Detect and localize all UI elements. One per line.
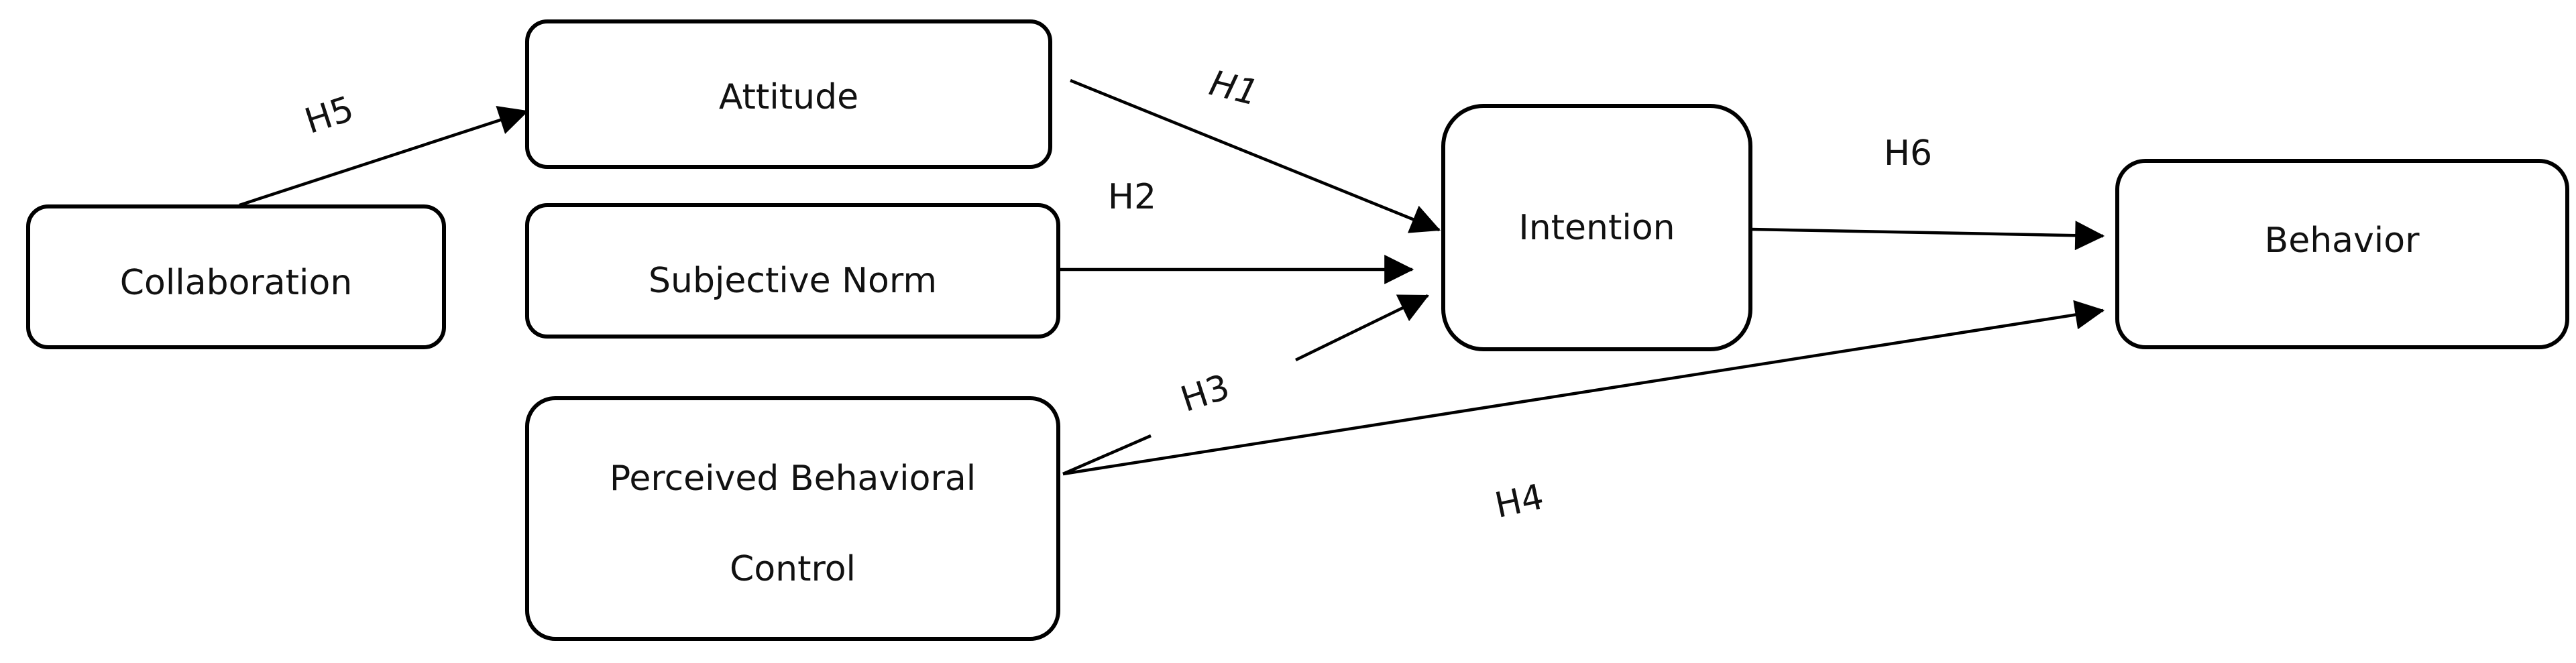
- edge-label-h5: H5: [300, 88, 358, 141]
- node-behavior-label: Behavior: [2265, 221, 2420, 261]
- node-intention: Intention: [1441, 104, 1752, 351]
- node-collaboration: Collaboration: [26, 204, 446, 349]
- nodes: Collaboration Attitude Subjective Norm P…: [26, 19, 2569, 641]
- node-behavior: Behavior: [2115, 159, 2569, 349]
- node-behavior-box: [2115, 159, 2569, 349]
- edge-h3-line-lower: [1062, 434, 1152, 476]
- node-perceived-behavioral-control-box: [525, 396, 1060, 641]
- edge-h4-line: [1062, 300, 2105, 476]
- node-collaboration-box: [26, 204, 446, 349]
- node-subjective-norm: Subjective Norm: [525, 203, 1060, 339]
- node-attitude-label: Attitude: [719, 77, 858, 117]
- edge-label-h4: H4: [1492, 477, 1547, 526]
- node-collaboration-label: Collaboration: [120, 263, 353, 303]
- edge-h6-line: [1750, 221, 2105, 251]
- edge-label-h1: H1: [1205, 63, 1262, 114]
- edge-h5-line: [239, 106, 529, 207]
- node-intention-label: Intention: [1518, 208, 1675, 248]
- edge-label-h2: H2: [1108, 177, 1156, 217]
- edge-label-h3: H3: [1176, 367, 1234, 420]
- edges: [239, 78, 2105, 476]
- node-perceived-behavioral-control: Perceived Behavioral Control: [525, 396, 1060, 641]
- node-attitude-box: [525, 19, 1052, 169]
- node-perceived-behavioral-control-label-line2: Control: [730, 549, 856, 589]
- node-subjective-norm-box: [525, 203, 1060, 339]
- edge-labels: H5 H1 H2 H3 H4 H6: [300, 63, 1932, 526]
- edge-label-h6: H6: [1884, 133, 1932, 174]
- node-perceived-behavioral-control-label-line1: Perceived Behavioral: [610, 459, 976, 499]
- edge-h1-line: [1070, 78, 1441, 233]
- node-subjective-norm-label: Subjective Norm: [649, 261, 937, 301]
- node-intention-box: [1441, 104, 1752, 351]
- node-attitude: Attitude: [525, 19, 1052, 169]
- edge-h3-line-upper: [1295, 294, 1429, 362]
